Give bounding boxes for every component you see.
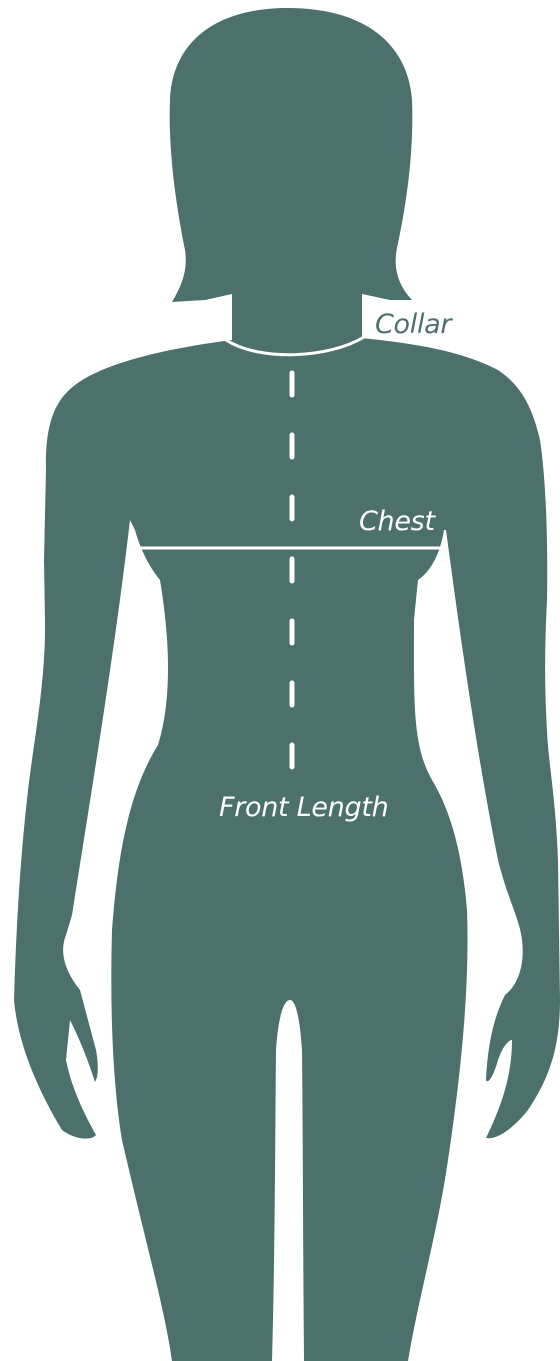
body-silhouette (14, 8, 560, 1361)
torso-arms-legs (14, 300, 560, 1361)
chest-label: Chest (359, 506, 436, 537)
collar-label: Collar (375, 309, 453, 340)
front-length-label: Front Length (219, 792, 388, 823)
head-hair (170, 8, 413, 320)
